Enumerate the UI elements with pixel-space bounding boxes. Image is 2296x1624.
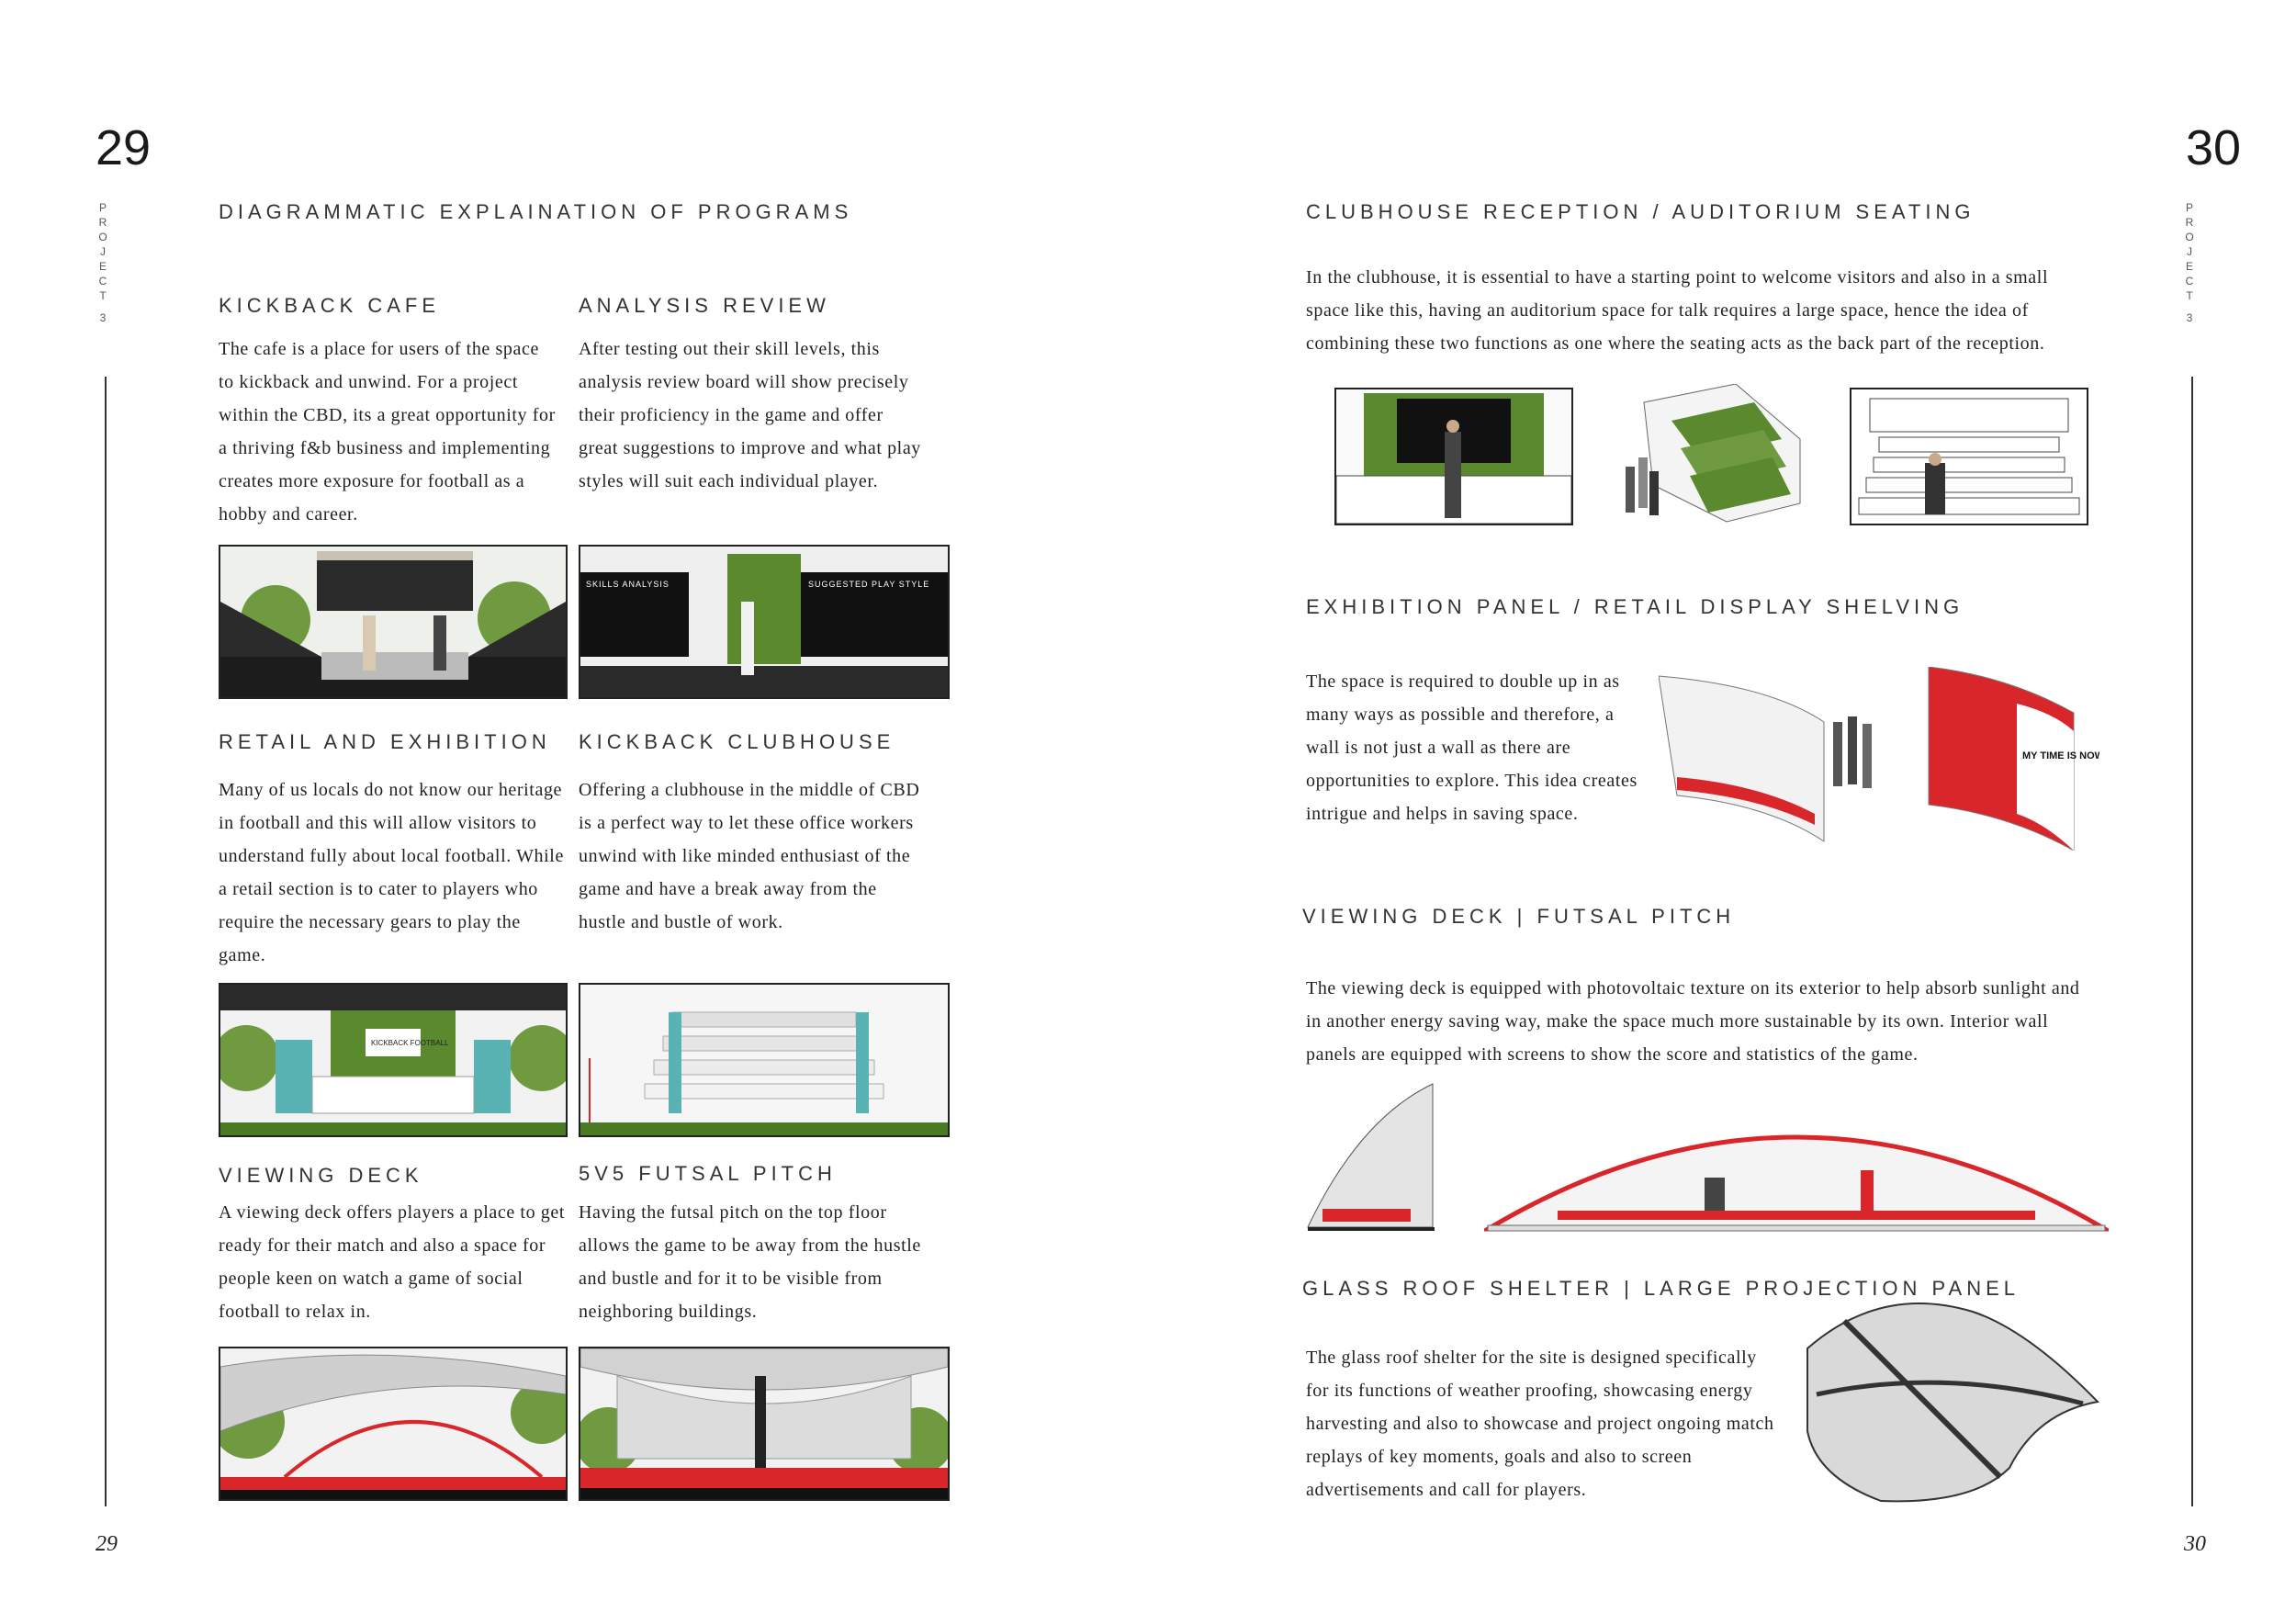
reception-elevation-image <box>1334 388 1573 525</box>
section-title-viewing-deck: VIEWING DECK | FUTSAL PITCH <box>1302 905 1736 928</box>
section-text-viewing-deck: The viewing deck is equipped with photov… <box>1306 978 2080 1065</box>
section-title: DIAGRAMMATIC EXPLAINATION OF PROGRAMS <box>219 200 853 223</box>
section-title-exhibition-panel: EXHIBITION PANEL / RETAIL DISPLAY SHELVI… <box>1306 595 1964 618</box>
section-title-glass-roof: GLASS ROOF SHELTER | LARGE PROJECTION PA… <box>1302 1277 2020 1300</box>
program-title-retail-exhibition: RETAIL AND EXHIBITION <box>219 730 551 753</box>
program-text-analysis-review: After testing out their skill levels, th… <box>579 339 921 491</box>
futsal-pitch-image <box>579 1347 950 1501</box>
poster-text: MY TIME IS NOW <box>2022 750 2099 761</box>
program-title-kickback-cafe: KICKBACK CAFE <box>219 294 441 317</box>
vertical-rule-left <box>105 377 107 1506</box>
glass-roof-shelter-image <box>1789 1293 2100 1506</box>
vertical-rule-right <box>2191 377 2193 1506</box>
program-text-futsal-pitch: Having the futsal pitch on the top floor… <box>579 1202 921 1322</box>
kickback-clubhouse-image <box>579 983 950 1137</box>
program-text-kickback-clubhouse: Offering a clubhouse in the middle of CB… <box>579 780 920 932</box>
section-text-glass-roof: The glass roof shelter for the site is d… <box>1306 1348 1774 1500</box>
program-title-analysis-review: ANALYSIS REVIEW <box>579 294 830 317</box>
auditorium-axonometric-image <box>1616 383 1814 554</box>
section-text-clubhouse-reception: In the clubhouse, it is essential to hav… <box>1306 267 2049 354</box>
section-title-clubhouse-reception: CLUBHOUSE RECEPTION / AUDITORIUM SEATING <box>1306 200 1975 223</box>
program-title-kickback-clubhouse: KICKBACK CLUBHOUSE <box>579 730 895 753</box>
program-text-viewing-deck: A viewing deck offers players a place to… <box>219 1202 566 1322</box>
program-text-kickback-cafe: The cafe is a place for users of the spa… <box>219 339 556 524</box>
skills-board-text: SKILLS ANALYSIS <box>586 580 670 589</box>
futsal-pitch-section-image <box>1479 1082 2114 1233</box>
section-text-exhibition-panel: The space is required to double up in as… <box>1306 671 1638 824</box>
program-text-retail-exhibition: Many of us locals do not know our herita… <box>219 780 564 965</box>
page-number-left: 29 <box>96 120 152 175</box>
auditorium-elevation-image <box>1850 388 2088 525</box>
exhibition-shelving-image: MY TIME IS NOW <box>1658 666 2105 851</box>
program-title-viewing-deck: VIEWING DECK <box>219 1164 423 1187</box>
viewing-deck-image <box>219 1347 568 1501</box>
page-number-right: 30 <box>2186 120 2242 175</box>
retail-logo-text: KICKBACK FOOTBALL <box>371 1039 449 1047</box>
program-title-futsal-pitch: 5V5 FUTSAL PITCH <box>579 1162 837 1185</box>
folio-left: 29 <box>96 1532 118 1556</box>
kickback-cafe-image <box>219 545 568 699</box>
viewing-deck-section-image <box>1304 1082 1438 1233</box>
retail-exhibition-image: KICKBACK FOOTBALL <box>219 983 568 1137</box>
analysis-review-image: SKILLS ANALYSIS SUGGESTED PLAY STYLE <box>579 545 950 699</box>
play-style-board-text: SUGGESTED PLAY STYLE <box>808 580 929 589</box>
folio-right: 30 <box>2184 1532 2206 1556</box>
